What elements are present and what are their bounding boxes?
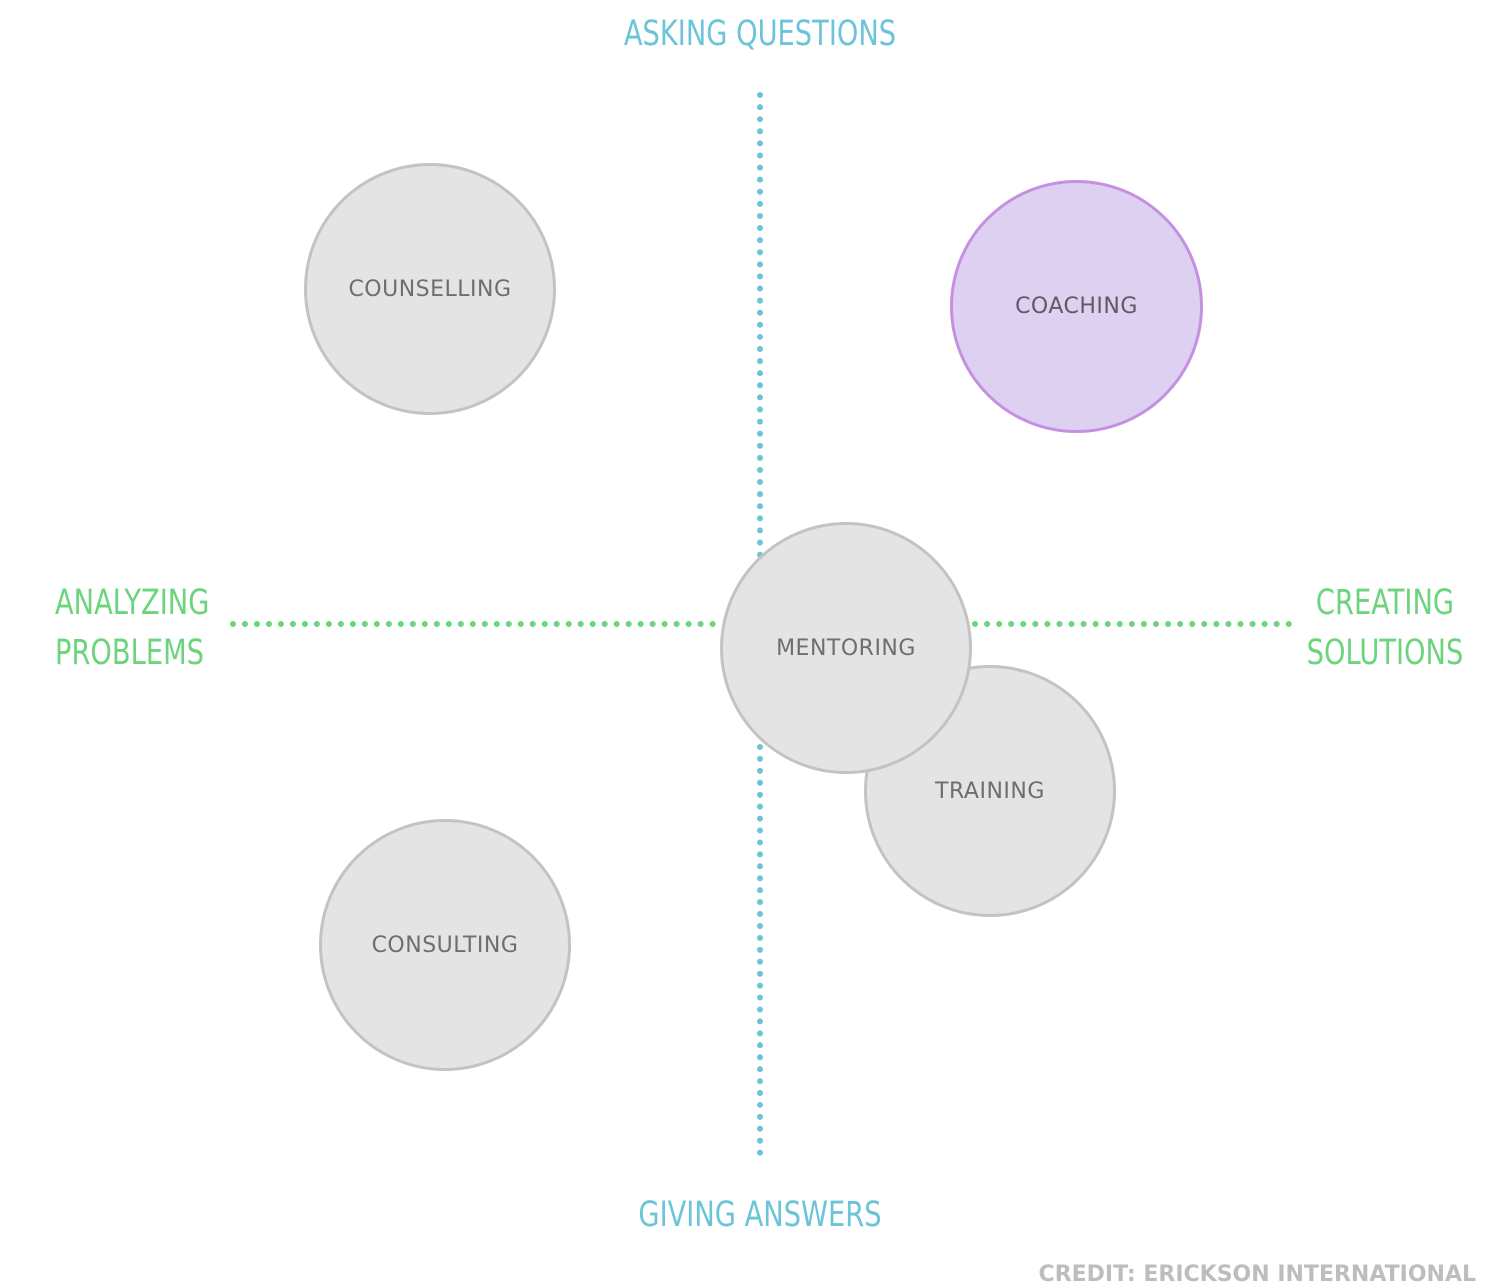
axis-label-right: CREATING SOLUTIONS [1288,578,1483,678]
node-mentoring-label: MENTORING [776,635,916,661]
node-mentoring: MENTORING [720,522,972,774]
axis-label-top: ASKING QUESTIONS [623,14,897,54]
node-coaching-label: COACHING [1015,294,1138,319]
node-coaching: COACHING [950,180,1203,433]
axis-label-left-line1: ANALYZING [55,583,210,623]
node-counselling-label: COUNSELLING [348,276,512,302]
node-consulting-label: CONSULTING [371,932,519,958]
node-consulting: CONSULTING [319,819,571,1071]
credit-text: CREDIT: ERICKSON INTERNATIONAL [1038,1262,1476,1287]
vertical-axis-bottom-line [757,744,763,1156]
node-counselling: COUNSELLING [304,163,556,415]
horizontal-axis-left-line [230,621,716,627]
axis-label-right-line2: SOLUTIONS [1306,633,1464,673]
horizontal-axis-right-line [972,621,1292,627]
vertical-axis-top-line [757,92,763,558]
axis-label-left: ANALYZING PROBLEMS [55,578,209,678]
axis-label-left-line2: PROBLEMS [55,633,204,673]
axis-label-bottom: GIVING ANSWERS [638,1195,882,1235]
axis-label-right-line1: CREATING [1315,583,1455,623]
node-training-label: TRAINING [935,778,1045,804]
